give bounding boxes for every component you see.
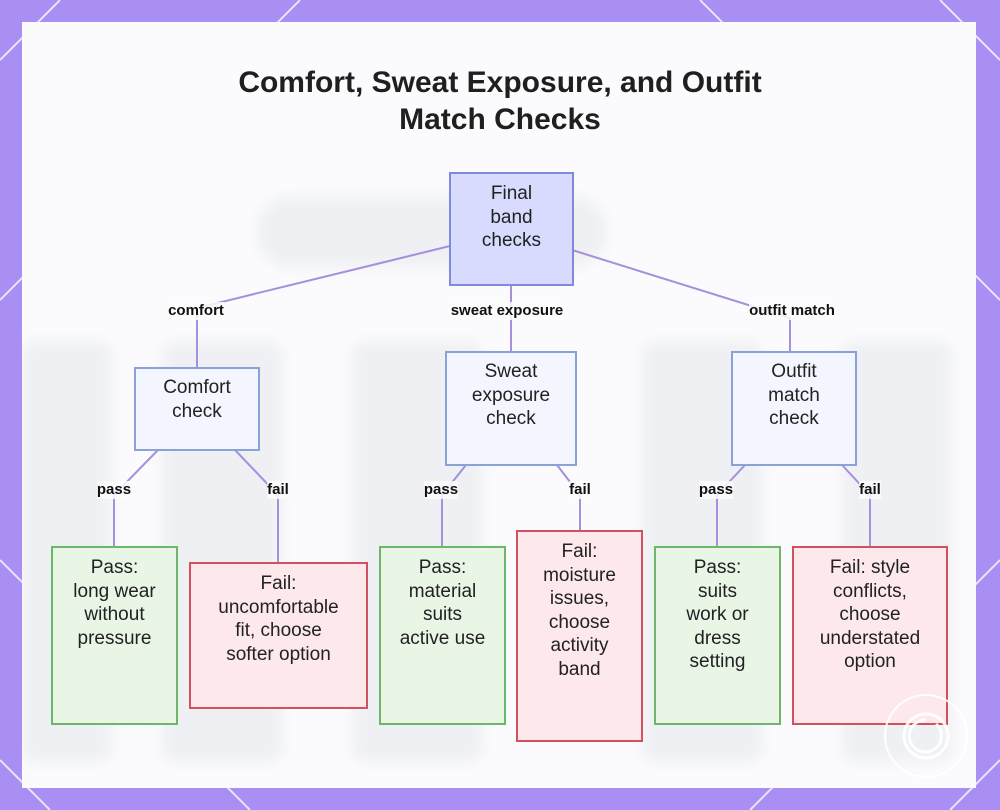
outfit-pass-node: Pass: suits work or dress setting [654, 546, 781, 725]
root-node: Final band checks [449, 172, 574, 286]
comfort-fail-text: Fail: uncomfortable fit, choose softer o… [218, 573, 339, 665]
outfit-match-check-node: Outfit match check [731, 351, 857, 466]
outfit-fail-text: Fail: style conflicts, choose understate… [819, 557, 921, 672]
comfort-pass-text: Pass: long wear without pressure [73, 557, 156, 649]
sweat-fail-text: Fail: moisture issues, choose activity b… [543, 541, 616, 680]
edge-root-outfit [571, 249, 791, 352]
edge-label-comfort: comfort [168, 302, 224, 320]
outfit-match-check-text: Outfit match check [768, 361, 820, 429]
comfort-pass-node: Pass: long wear without pressure [51, 546, 178, 725]
title-line-1: Comfort, Sweat Exposure, and Outfit [238, 66, 762, 99]
sweat-exposure-check-text: Sweat exposure check [471, 361, 551, 429]
edge-outfit-fail [841, 464, 871, 547]
edge-label-sweat-pass: pass [423, 481, 459, 499]
edge-label-outfit-fail: fail [859, 481, 881, 499]
comfort-fail-node: Fail: uncomfortable fit, choose softer o… [189, 562, 368, 709]
edge-label-outfit-match: outfit match [749, 302, 835, 320]
diagram-title: Comfort, Sweat Exposure, and Outfit Matc… [0, 64, 1000, 138]
root-node-text: Final band checks [481, 183, 542, 251]
comfort-check-node: Comfort check [134, 367, 260, 451]
comfort-check-text: Comfort check [163, 377, 231, 422]
edge-label-sweat-exposure: sweat exposure [450, 302, 564, 320]
edge-root-comfort [196, 245, 451, 368]
edge-label-sweat-fail: fail [569, 481, 591, 499]
edge-label-comfort-pass: pass [96, 481, 132, 499]
edge-outfit-pass [716, 464, 746, 547]
outfit-pass-text: Pass: suits work or dress setting [686, 557, 749, 672]
sweat-pass-node: Pass: material suits active use [379, 546, 506, 725]
watermark-logo-icon [884, 694, 968, 778]
sweat-fail-node: Fail: moisture issues, choose activity b… [516, 530, 643, 742]
sweat-pass-text: Pass: material suits active use [399, 557, 486, 649]
sweat-exposure-check-node: Sweat exposure check [445, 351, 577, 466]
watermark-glyph-icon [902, 712, 950, 760]
edge-comfort-fail [234, 449, 279, 563]
edge-sweat-pass [441, 464, 467, 547]
edge-label-comfort-fail: fail [267, 481, 289, 499]
title-line-2: Match Checks [399, 103, 601, 136]
edge-label-outfit-pass: pass [698, 481, 734, 499]
